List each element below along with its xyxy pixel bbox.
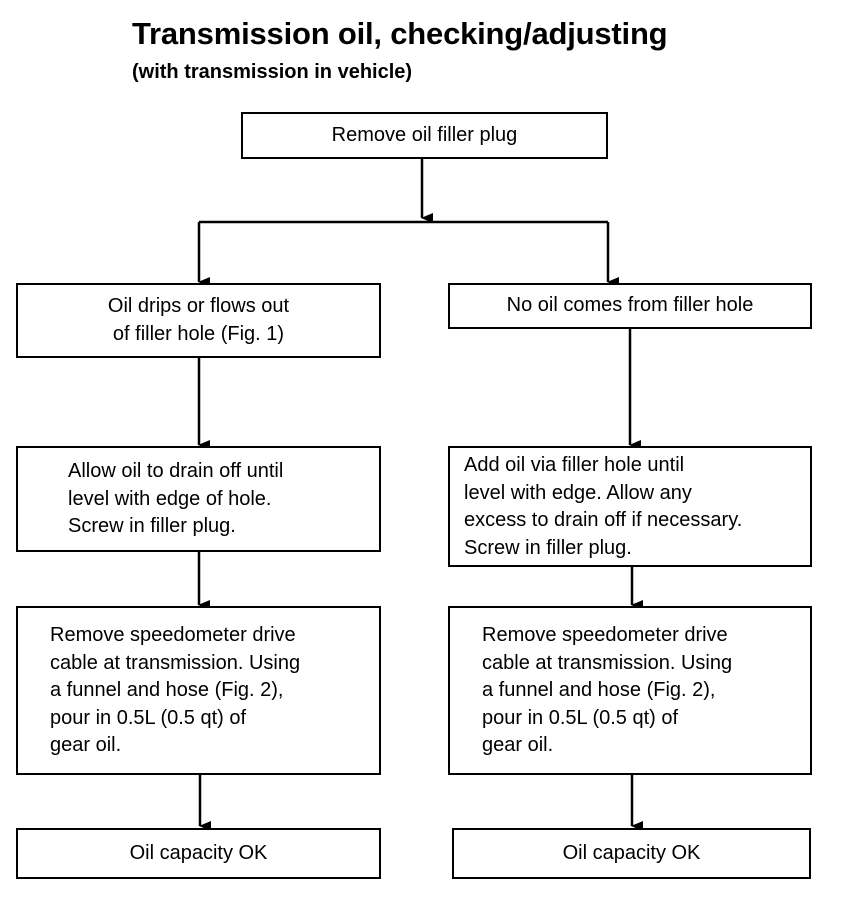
result-oil-capacity-ok-right-text: Oil capacity OK (562, 841, 701, 864)
result-oil-capacity-ok-left: Oil capacity OK (16, 828, 381, 879)
action-add-oil-text: Add oil via filler hole until level with… (464, 454, 743, 559)
fill-gear-oil-right-text: Remove speedometer drive cable at transm… (482, 624, 733, 756)
fill-gear-oil-left-text: Remove speedometer drive cable at transm… (50, 624, 301, 756)
condition-oil-flows-out-text: Oil drips or flows out of filler hole (F… (107, 295, 290, 345)
fill-gear-oil-left: Remove speedometer drive cable at transm… (16, 606, 381, 775)
result-oil-capacity-ok-right: Oil capacity OK (452, 828, 811, 879)
action-drain-oil: Allow oil to drain off until level with … (16, 446, 381, 552)
condition-no-oil: No oil comes from filler hole (448, 283, 812, 329)
condition-no-oil-text: No oil comes from filler hole (506, 294, 754, 317)
action-add-oil: Add oil via filler hole until level with… (448, 446, 812, 567)
condition-oil-flows-out: Oil drips or flows out of filler hole (F… (16, 283, 381, 358)
step-remove-filler-plug-text: Remove oil filler plug (331, 123, 518, 146)
result-oil-capacity-ok-left-text: Oil capacity OK (129, 841, 268, 864)
diagram-subtitle: (with transmission in vehicle) (132, 61, 413, 83)
diagram-title: Transmission oil, checking/adjusting (132, 16, 668, 51)
fill-gear-oil-right: Remove speedometer drive cable at transm… (448, 606, 812, 775)
action-drain-oil-text: Allow oil to drain off until level with … (68, 460, 284, 537)
step-remove-filler-plug: Remove oil filler plug (241, 112, 608, 159)
